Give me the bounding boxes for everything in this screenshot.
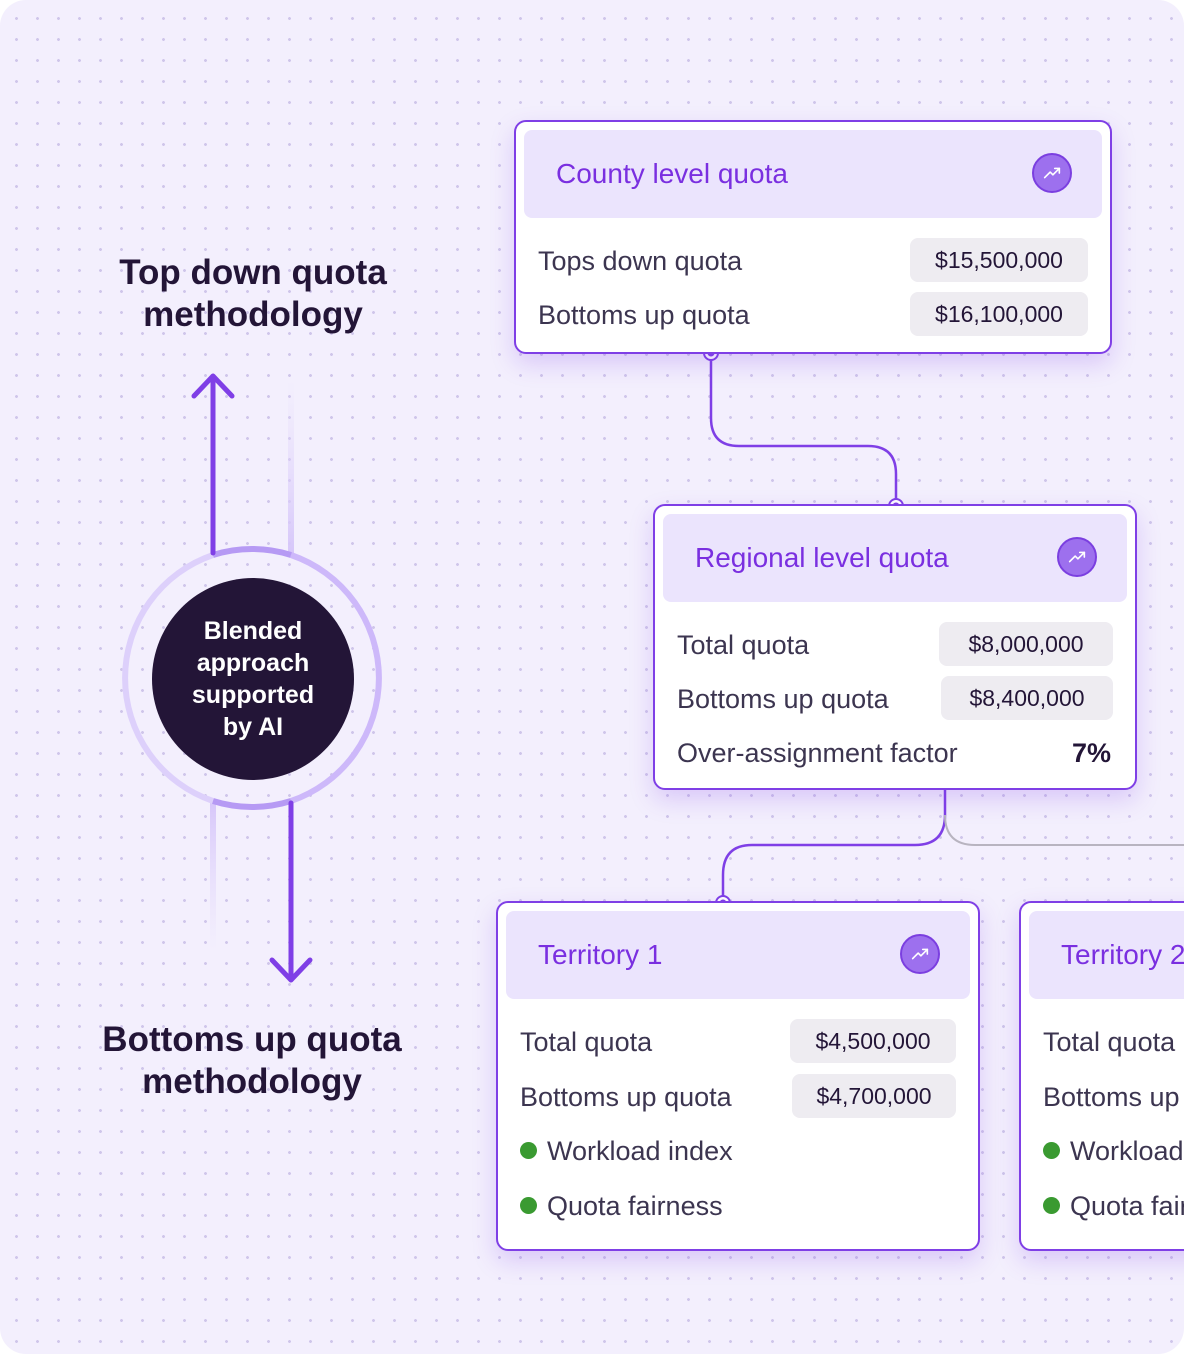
county-row-value: $15,500,000 bbox=[910, 238, 1088, 282]
bottoms-up-heading-line2: methodology bbox=[142, 1062, 362, 1101]
arrow-up-icon bbox=[191, 373, 235, 556]
county-row-value: $16,100,000 bbox=[910, 292, 1088, 336]
territory2-indicator: Workload index bbox=[1043, 1136, 1184, 1167]
hub-label: Blended approach supported by AI bbox=[191, 617, 315, 741]
territory1-indicator: Workload index bbox=[520, 1136, 733, 1167]
indicator-label: Quota fairness bbox=[1070, 1191, 1184, 1221]
county-card-title: County level quota bbox=[556, 158, 788, 189]
trending-up-icon[interactable] bbox=[900, 934, 940, 974]
connector-regional-territory2 bbox=[944, 814, 1184, 846]
faint-lane-lower bbox=[210, 800, 216, 950]
indicator-label: Workload index bbox=[547, 1136, 733, 1166]
blended-approach-hub: Blended approach supported by AI bbox=[152, 578, 354, 780]
connector-regional-territory1 bbox=[721, 790, 947, 902]
territory1-row-value: $4,500,000 bbox=[790, 1019, 956, 1063]
trending-up-icon[interactable] bbox=[1032, 153, 1072, 193]
trending-up-icon[interactable] bbox=[1057, 537, 1097, 577]
status-dot-icon bbox=[520, 1197, 537, 1214]
regional-row-value: $8,000,000 bbox=[939, 622, 1113, 666]
over-assignment-value: 7% bbox=[1071, 738, 1111, 768]
regional-row-label: Bottoms up quota bbox=[677, 684, 889, 714]
indicator-label: Quota fairness bbox=[547, 1191, 723, 1221]
ring-right-half bbox=[290, 552, 382, 804]
regional-row-value: $8,400,000 bbox=[941, 676, 1113, 720]
territory2-row-label: Bottoms up quota bbox=[1043, 1082, 1184, 1112]
territory2-row-label: Total quota bbox=[1043, 1027, 1176, 1057]
status-dot-icon bbox=[1043, 1197, 1060, 1214]
regional-card-title: Regional level quota bbox=[695, 542, 949, 573]
arrow-down-icon bbox=[269, 800, 313, 983]
territory1-indicator: Quota fairness bbox=[520, 1191, 723, 1222]
territory1-card: Territory 1 Total quota $4,500,000 Botto… bbox=[496, 901, 980, 1251]
county-row-label: Bottoms up quota bbox=[538, 300, 750, 330]
territory2-card-header: Territory 2 bbox=[1029, 911, 1184, 999]
regional-row-label: Total quota bbox=[677, 630, 810, 660]
territory1-row-value: $4,700,000 bbox=[792, 1074, 956, 1118]
territory1-card-title: Territory 1 bbox=[538, 939, 663, 970]
top-down-heading: Top down quota methodology bbox=[43, 252, 463, 336]
territory1-row-label: Bottoms up quota bbox=[520, 1082, 732, 1112]
territory1-card-header: Territory 1 bbox=[506, 911, 970, 999]
indicator-label: Workload index bbox=[1070, 1136, 1184, 1166]
bottoms-up-heading: Bottoms up quota methodology bbox=[42, 1019, 462, 1103]
over-assignment-label: Over-assignment factor bbox=[677, 738, 958, 768]
county-row-label: Tops down quota bbox=[538, 246, 743, 276]
connector-county-regional bbox=[709, 354, 898, 505]
ring-top-accent bbox=[212, 546, 292, 558]
county-card-header: County level quota bbox=[524, 130, 1102, 218]
top-down-heading-line1: Top down quota bbox=[119, 253, 387, 292]
territory1-row-label: Total quota bbox=[520, 1027, 653, 1057]
status-dot-icon bbox=[1043, 1142, 1060, 1159]
top-down-heading-line2: methodology bbox=[143, 295, 363, 334]
territory2-card: Territory 2 Total quota Bottoms up quota… bbox=[1019, 901, 1184, 1251]
regional-card-header: Regional level quota bbox=[663, 514, 1127, 602]
territory2-indicator: Quota fairness bbox=[1043, 1191, 1184, 1222]
faint-lane-upper bbox=[288, 380, 294, 555]
regional-level-card: Regional level quota Total quota $8,000,… bbox=[653, 504, 1137, 790]
ring-bottom-accent bbox=[212, 798, 292, 810]
status-dot-icon bbox=[520, 1142, 537, 1159]
territory2-card-title: Territory 2 bbox=[1061, 939, 1184, 970]
bottoms-up-heading-line1: Bottoms up quota bbox=[102, 1020, 402, 1059]
ring-left-half bbox=[122, 552, 214, 804]
county-level-card: County level quota Tops down quota $15,5… bbox=[514, 120, 1112, 354]
